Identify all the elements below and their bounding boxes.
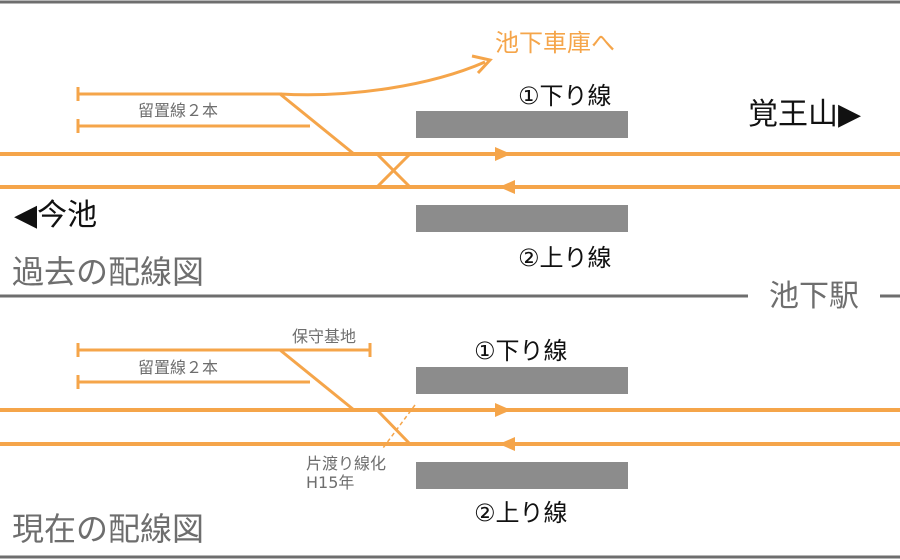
past-section-title: 過去の配線図 — [12, 253, 204, 291]
past-siding-label: 留置線２本 — [138, 101, 218, 120]
current-section-title: 現在の配線図 — [12, 510, 204, 548]
past-platform-up-label: ②上り線 — [518, 244, 612, 272]
direction-imaike: ◀今池 — [14, 198, 97, 233]
current-crossover-note-line2: H15年 — [306, 473, 354, 492]
station-name: 池下駅 — [769, 279, 859, 314]
past-platform-up — [416, 205, 628, 232]
current-maintenance-label: 保守基地 — [292, 327, 356, 346]
current-crossover — [375, 408, 412, 446]
current-platform-down — [416, 367, 628, 394]
current-up-direction-arrow — [499, 437, 515, 451]
past-layout: 池下車庫へ 留置線２本 ①下り線 ②上り線 覚王山▶ ◀今池 過去の配線図 — [0, 29, 900, 291]
past-siding-diagonal — [279, 92, 355, 156]
current-platform-up-label: ②上り線 — [474, 499, 568, 527]
past-up-direction-arrow — [499, 180, 515, 194]
past-down-direction-arrow — [495, 147, 511, 161]
current-down-direction-arrow — [495, 403, 511, 417]
current-removed-crossover — [382, 404, 416, 449]
current-crossover-note-line1: 片渡り線化 — [306, 454, 386, 473]
past-platform-down-label: ①下り線 — [518, 82, 612, 110]
direction-kakuozan: 覚王山▶ — [748, 97, 861, 132]
current-siding-label: 留置線２本 — [138, 358, 218, 377]
past-platform-down — [416, 111, 628, 138]
past-depot-label: 池下車庫へ — [495, 29, 615, 57]
past-crossover-b — [375, 152, 412, 189]
current-platform-up — [416, 462, 628, 489]
past-depot-curve — [279, 60, 486, 97]
current-siding-diagonal — [279, 348, 355, 412]
current-layout: 保守基地 留置線２本 ①下り線 ②上り線 片渡り線化 H15年 現在の配線図 — [0, 327, 900, 548]
past-depot-arrowhead — [471, 54, 493, 75]
current-platform-down-label: ①下り線 — [474, 337, 568, 365]
